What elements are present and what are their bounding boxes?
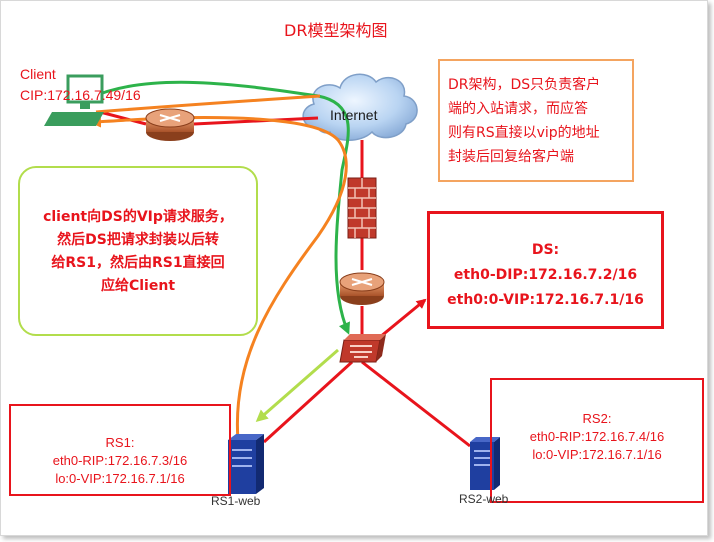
note-dr-line-4: 封装后回复给客户端 xyxy=(448,149,574,165)
note-dr-line-1: DR架构，DS只负责客户 xyxy=(448,77,601,93)
switch-icon xyxy=(339,334,386,363)
wire-router-cloud xyxy=(193,116,319,126)
router-icon-2 xyxy=(339,272,385,305)
rs2-rip: eth0-RIP:172.16.7.4/16 xyxy=(529,429,665,444)
note-dr-line-3: 则有RS直接以vip的地址 xyxy=(448,125,600,141)
client-label: Client CIP:172.16.7.49/16 xyxy=(20,64,141,106)
wire-switch-rs2 xyxy=(361,360,471,448)
note-flow-line-2: 然后DS把请求封装以后转 xyxy=(57,232,219,248)
rs2-server-icon xyxy=(470,437,500,490)
request-path-green xyxy=(89,80,350,335)
rs2-vip: lo:0-VIP:172.16.7.1/16 xyxy=(532,447,662,462)
ds-vip: eth0:0-VIP:172.16.7.1/16 xyxy=(447,292,644,308)
rs1-server-icon xyxy=(228,434,264,494)
client-computer-icon xyxy=(44,74,104,126)
rs1-box: RS1: eth0-RIP:172.16.7.3/16 lo:0-VIP:172… xyxy=(9,404,231,496)
client-cip: CIP:172.16.7.49/16 xyxy=(20,87,141,103)
ds-box: DS: eth0-DIP:172.16.7.2/16 eth0:0-VIP:17… xyxy=(427,211,664,329)
request-flow-note: client向DS的VIp请求服务， 然后DS把请求封装以后转 给RS1，然后由… xyxy=(18,166,258,336)
rs1-rip: eth0-RIP:172.16.7.3/16 xyxy=(52,453,188,468)
rs2-box: RS2: eth0-RIP:172.16.7.4/16 lo:0-VIP:172… xyxy=(490,378,704,503)
rs2-host-label: RS2-web xyxy=(459,492,509,506)
reply-path-orange-2 xyxy=(95,94,321,114)
rs1-vip: lo:0-VIP:172.16.7.1/16 xyxy=(55,471,185,486)
wire-client-router xyxy=(99,110,147,126)
rs1-name: RS1: xyxy=(105,435,135,450)
note-dr-line-2: 端的入站请求，而应答 xyxy=(448,101,588,117)
firewall-icon xyxy=(347,177,377,239)
router-icon xyxy=(145,108,195,141)
rs2-name: RS2: xyxy=(582,411,612,426)
diagram-title: DR模型架构图 xyxy=(284,21,388,40)
note-flow-line-3: 给RS1，然后由RS1直接回 xyxy=(51,255,225,271)
internet-label: Internet xyxy=(330,107,378,123)
rs1-host-label: RS1-web xyxy=(211,494,261,508)
dr-description-note: DR架构，DS只负责客户 端的入站请求，而应答 则有RS直接以vip的地址 封装… xyxy=(438,59,634,182)
note-flow-line-1: client向DS的VIp请求服务， xyxy=(43,209,233,225)
ds-name: DS: xyxy=(531,242,560,258)
wire-switch-rs1 xyxy=(262,360,354,444)
client-name: Client xyxy=(20,66,56,82)
note-flow-line-4: 应给Client xyxy=(100,278,176,294)
forward-path-lime xyxy=(255,348,339,422)
ds-dip: eth0-DIP:172.16.7.2/16 xyxy=(453,267,638,283)
